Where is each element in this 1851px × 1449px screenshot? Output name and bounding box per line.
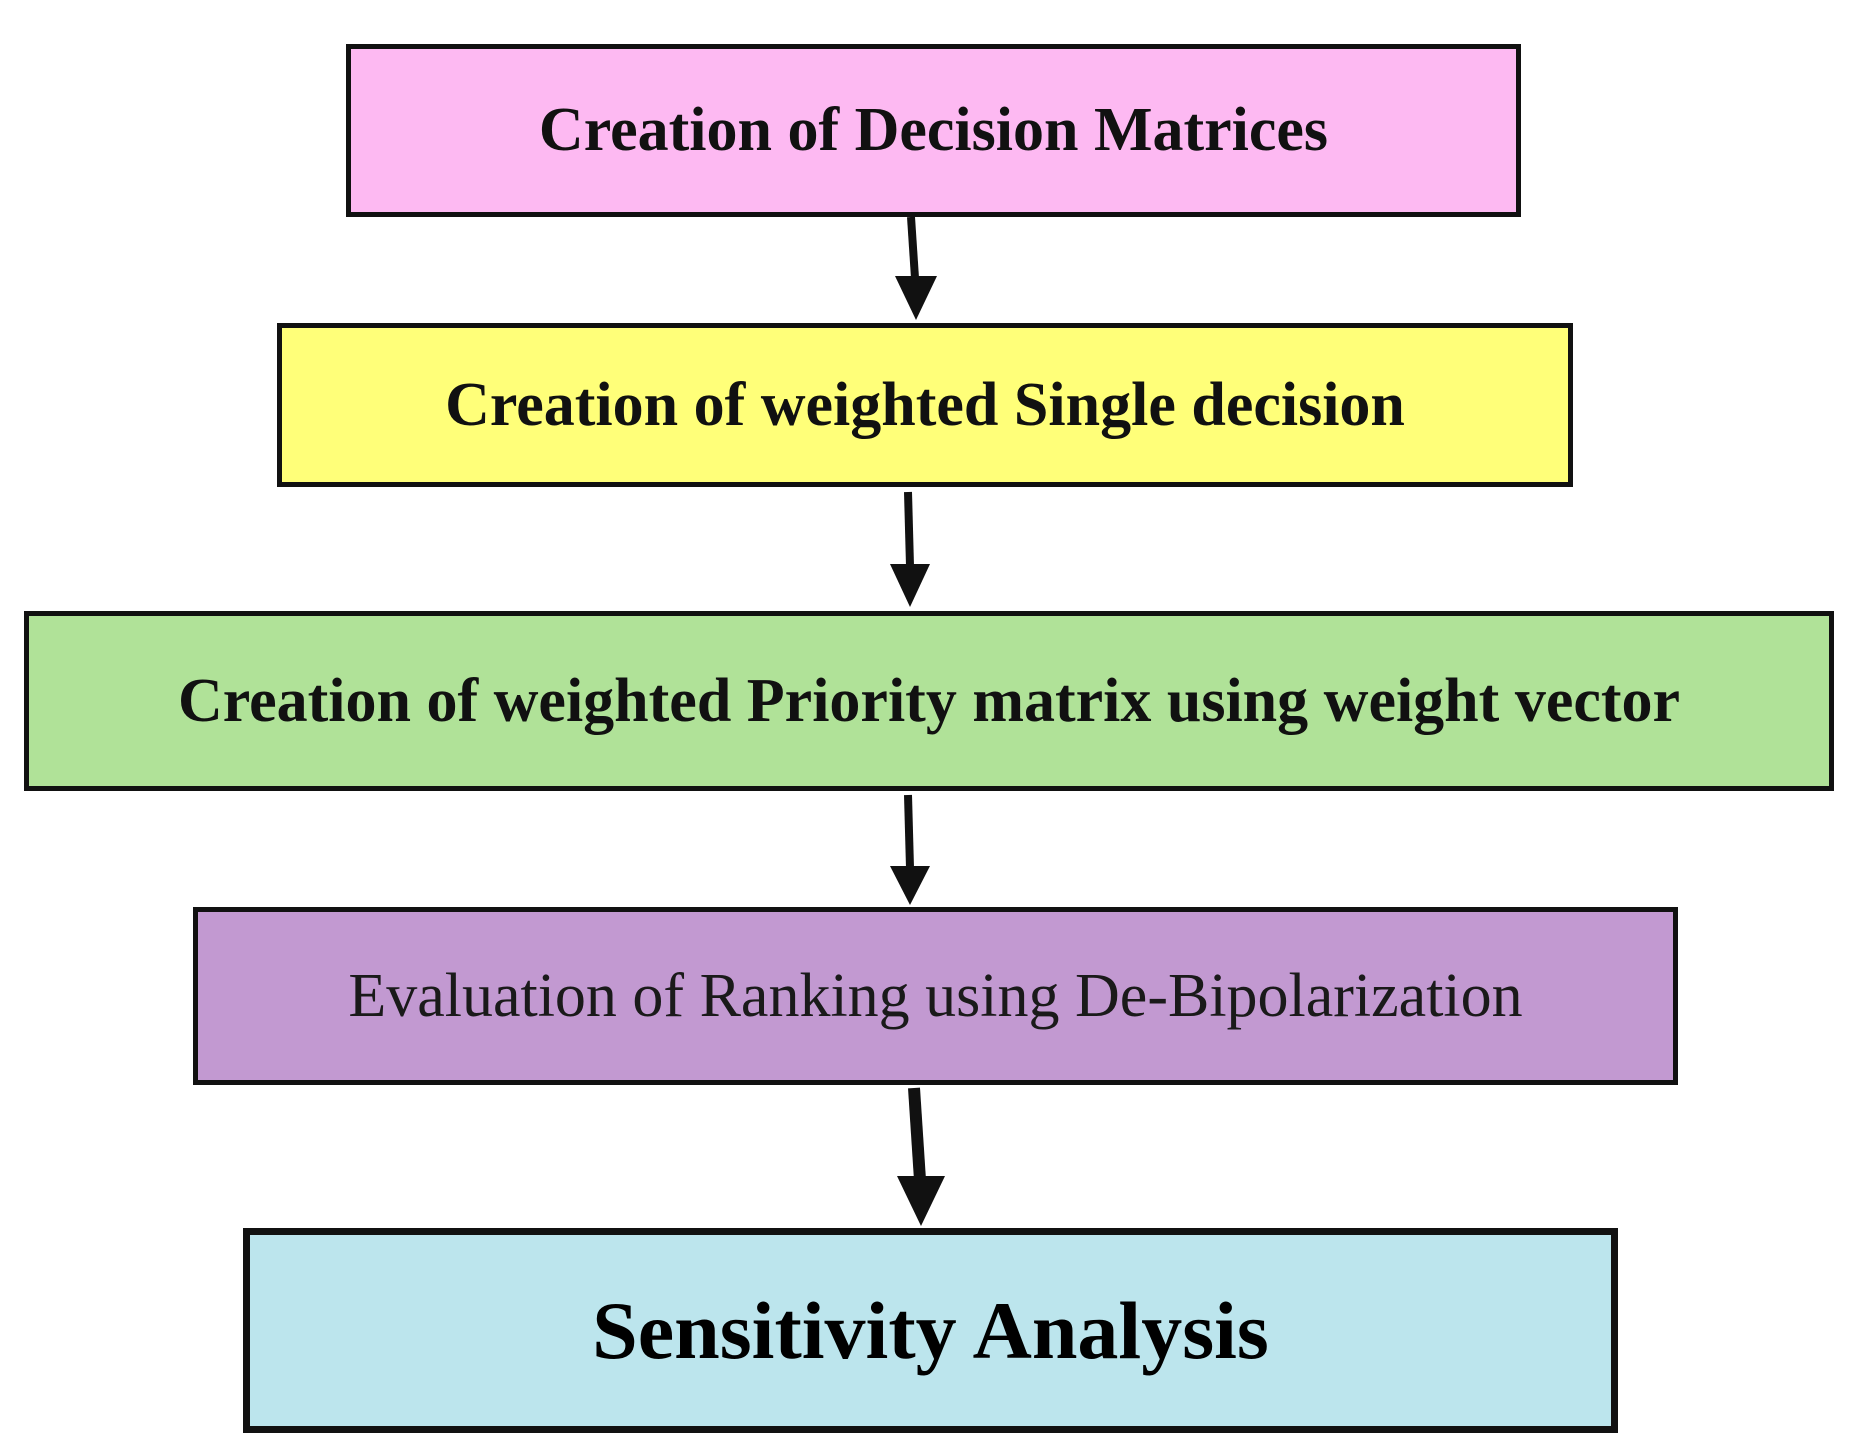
arrow-1-to-2	[895, 216, 937, 320]
step-creation-of-weighted-priority-matrix: Creation of weighted Priority matrix usi…	[24, 611, 1834, 791]
step-sensitivity-analysis: Sensitivity Analysis	[243, 1228, 1618, 1433]
step-label: Creation of Decision Matrices	[538, 96, 1329, 164]
arrow-4-to-5	[897, 1087, 945, 1226]
step-label: Sensitivity Analysis	[592, 1284, 1269, 1376]
arrow-3-to-4	[890, 794, 930, 905]
arrow-2-to-3	[890, 491, 930, 607]
step-label: Creation of weighted Single decision	[445, 370, 1405, 439]
step-creation-of-decision-matrices: Creation of Decision Matrices	[346, 44, 1521, 217]
step-label: Evaluation of Ranking using De-Bipolariz…	[348, 961, 1523, 1030]
step-evaluation-of-ranking: Evaluation of Ranking using De-Bipolariz…	[193, 907, 1678, 1085]
step-creation-of-weighted-single-decision: Creation of weighted Single decision	[277, 323, 1573, 487]
step-label: Creation of weighted Priority matrix usi…	[177, 666, 1681, 735]
